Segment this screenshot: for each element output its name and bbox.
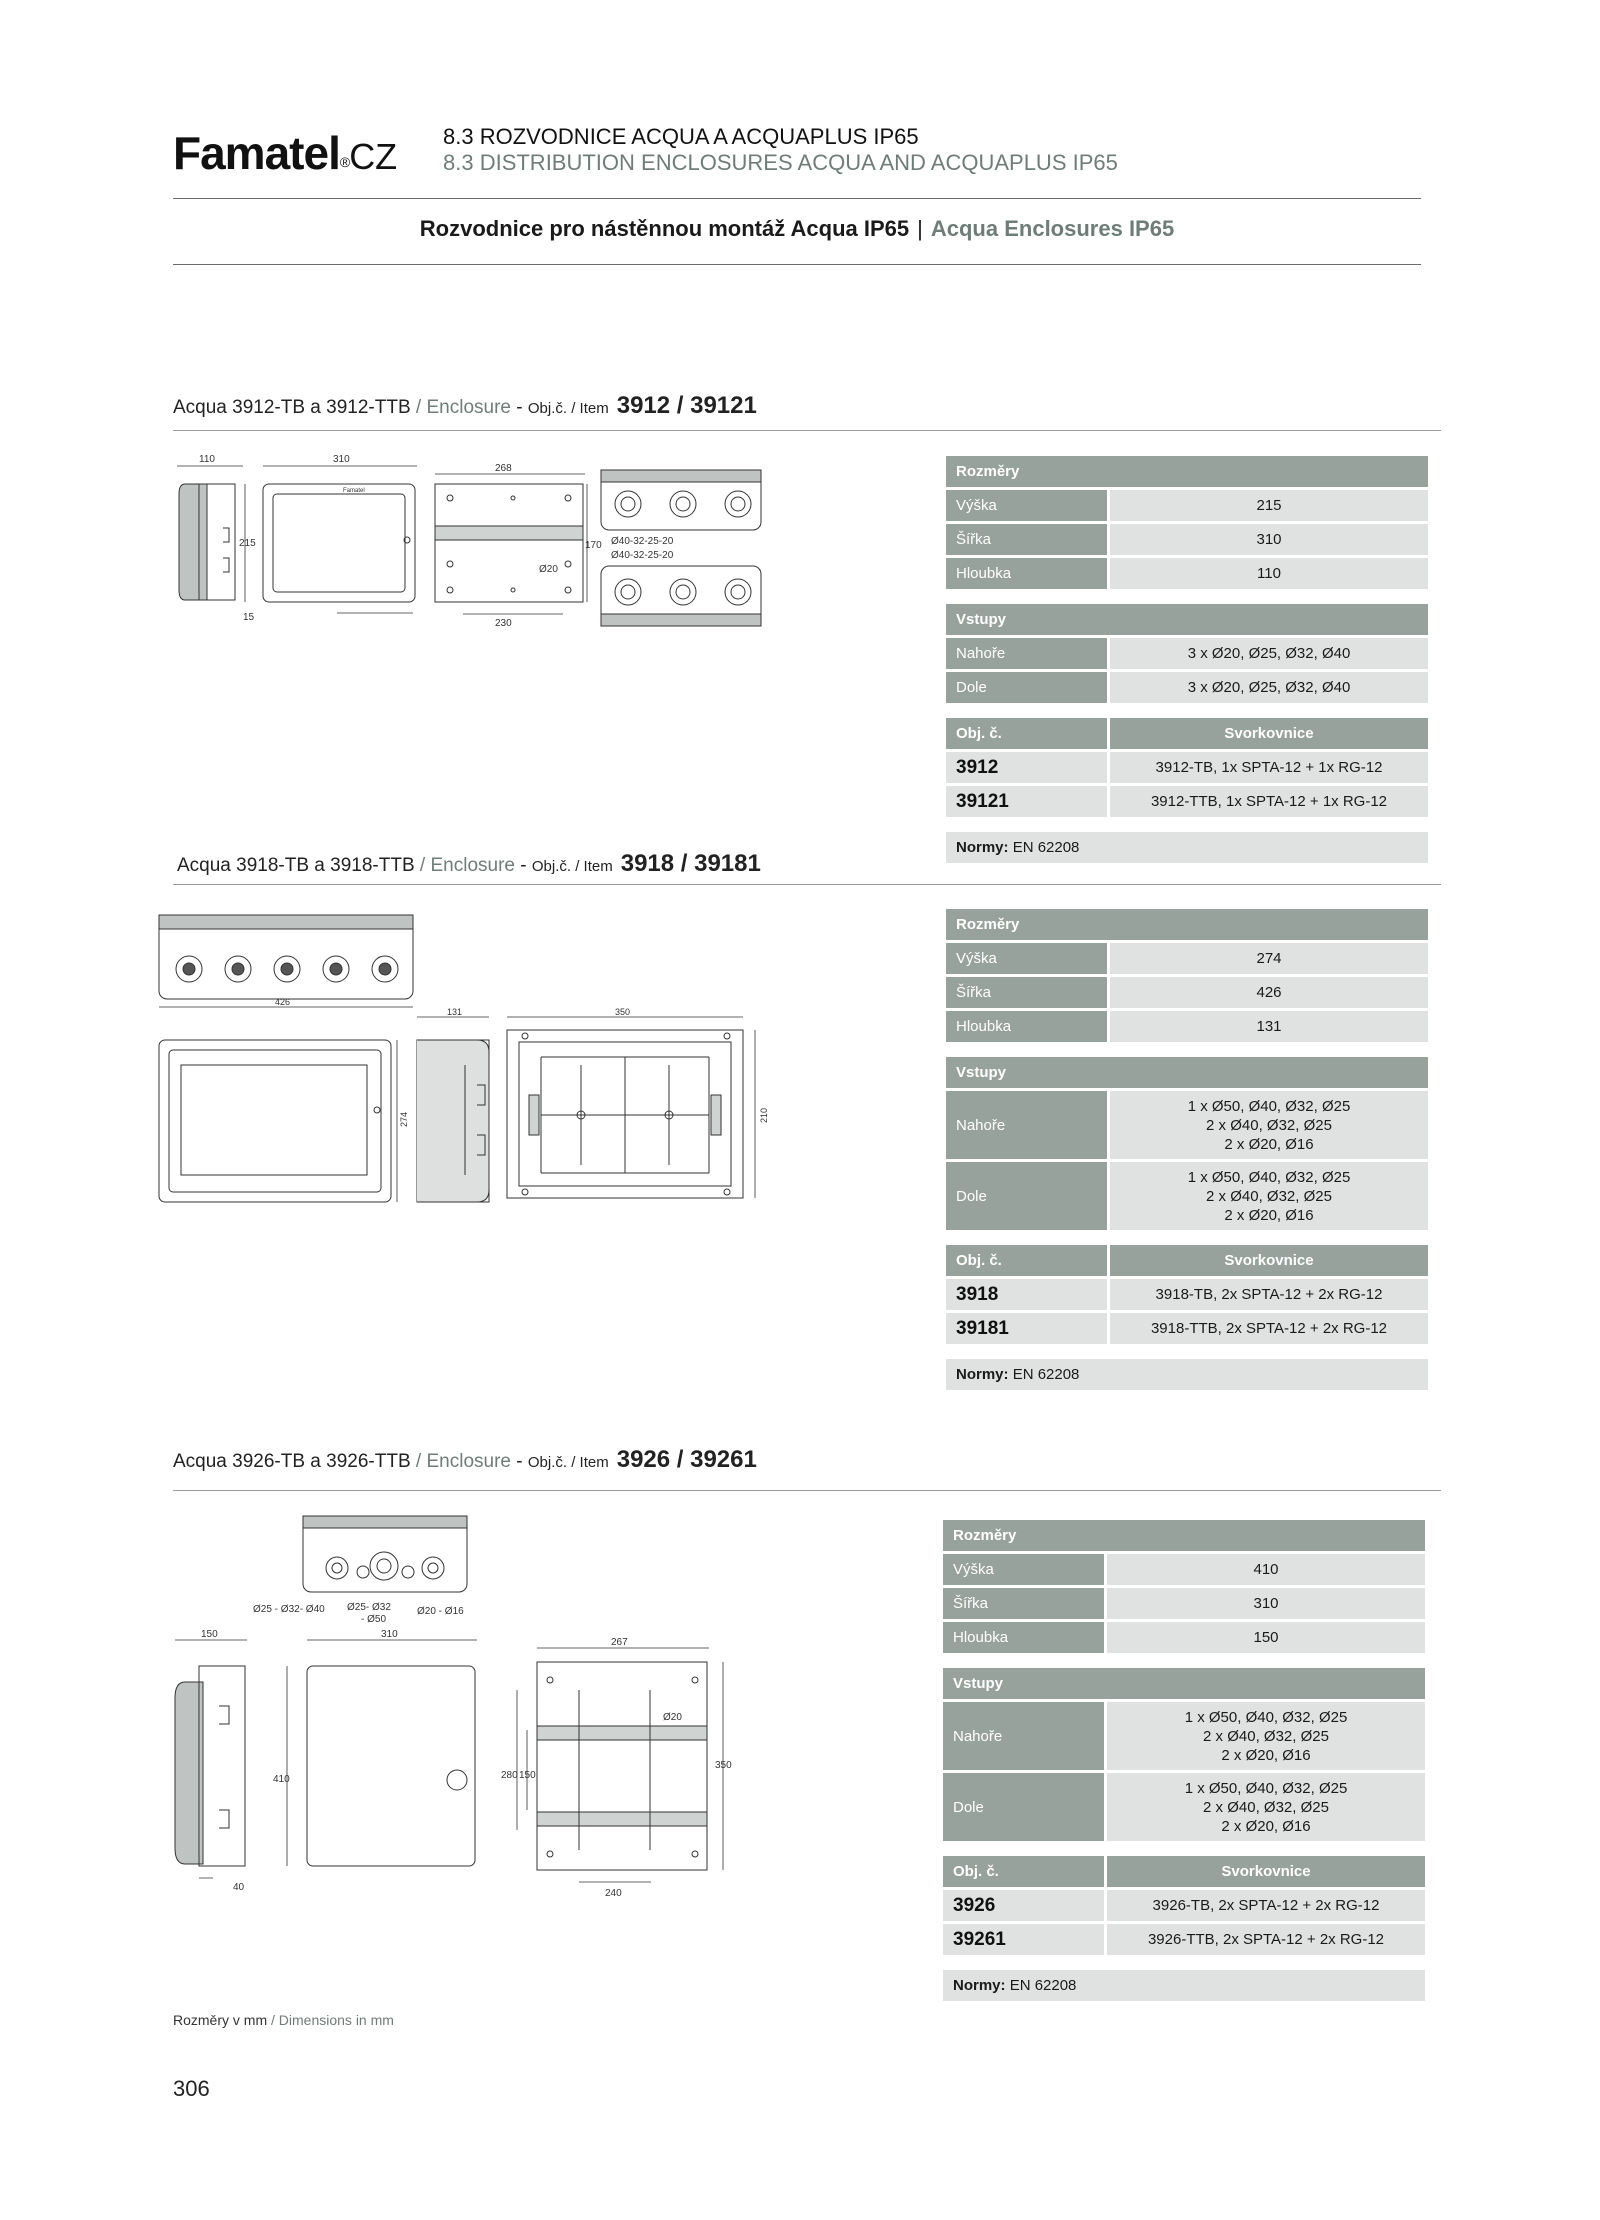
entry-label-3: Ø20 - Ø16 xyxy=(417,1606,464,1617)
product-divider xyxy=(173,1490,1441,1491)
dim-310: 310 xyxy=(333,454,350,465)
dim-40: 40 xyxy=(233,1882,245,1893)
dim-210: 210 xyxy=(759,1108,769,1123)
technical-drawing-3926: Ø25 - Ø32- Ø40 Ø25- Ø32 - Ø50 Ø20 - Ø16 … xyxy=(174,1515,732,1899)
standards-row: Normy: EN 62208 xyxy=(946,832,1428,863)
page-subtitle: Rozvodnice pro nástěnnou montáž Acqua IP… xyxy=(419,216,1175,241)
dim-150: 150 xyxy=(201,1629,218,1640)
entry-label-top: Ø40-32-25-20 xyxy=(611,536,674,547)
dim-310: 310 xyxy=(381,1629,398,1640)
section-title-en: 8.3 DISTRIBUTION ENCLOSURES ACQUA AND AC… xyxy=(443,150,1118,175)
dim-o20: Ø20 xyxy=(539,564,558,575)
product-title: Acqua 3918-TB a 3918-TTB / Enclosure - O… xyxy=(177,850,761,877)
dim-170: 170 xyxy=(585,540,602,551)
product-divider xyxy=(173,430,1441,431)
dim-280: 280 xyxy=(501,1770,518,1781)
dim-215: 215 xyxy=(239,538,256,549)
dim-410: 410 xyxy=(273,1774,290,1785)
dim-150b: 150 xyxy=(519,1770,536,1781)
dim-268: 268 xyxy=(495,463,512,474)
order-header: Obj. č.Svorkovnice xyxy=(946,1245,1428,1276)
dimensions-header: Rozměry xyxy=(946,909,1428,940)
dim-426: 426 xyxy=(275,997,290,1007)
dim-267: 267 xyxy=(611,1637,628,1648)
dim-350: 350 xyxy=(715,1760,732,1771)
entries-header: Vstupy xyxy=(946,604,1428,635)
entry-label-2a: Ø25- Ø32 xyxy=(347,1602,391,1613)
order-header: Obj. č.Svorkovnice xyxy=(943,1856,1425,1887)
dim-o20: Ø20 xyxy=(663,1712,682,1723)
entries-header: Vstupy xyxy=(943,1668,1425,1699)
entry-label-bottom: Ø40-32-25-20 xyxy=(611,550,674,561)
dimensions-note: Rozměry v mm / Dimensions in mm xyxy=(173,2012,394,2028)
dim-15: 15 xyxy=(243,612,255,623)
subtitle-divider xyxy=(173,264,1421,265)
dim-350: 350 xyxy=(615,1007,630,1017)
brand-logo: Famatel®CZ xyxy=(173,127,398,179)
order-header: Obj. č.Svorkovnice xyxy=(946,718,1428,749)
page-number: 306 xyxy=(173,2076,210,2101)
dim-240: 240 xyxy=(605,1888,622,1899)
product-title: Acqua 3926-TB a 3926-TTB / Enclosure - O… xyxy=(173,1446,757,1473)
dimensions-header: Rozměry xyxy=(946,456,1428,487)
entries-header: Vstupy xyxy=(946,1057,1428,1088)
dimensions-header: Rozměry xyxy=(943,1520,1425,1551)
standards-row: Normy: EN 62208 xyxy=(946,1359,1428,1390)
drawing-brand: Famatel xyxy=(343,488,365,494)
product-divider xyxy=(173,884,1441,885)
section-title-cz: 8.3 ROZVODNICE ACQUA A ACQUAPLUS IP65 xyxy=(443,124,919,149)
entry-label-1: Ø25 - Ø32- Ø40 xyxy=(253,1604,325,1615)
standards-row: Normy: EN 62208 xyxy=(943,1970,1425,2001)
dim-230: 230 xyxy=(495,618,512,629)
technical-drawing-3918: 426 131 350 274 210 xyxy=(158,914,769,1203)
header-divider xyxy=(173,198,1421,199)
dim-110: 110 xyxy=(199,454,215,465)
technical-drawing-3912: 110 310 268 215 15 230 170 Ø20 Ø40-32-25… xyxy=(177,454,762,629)
dim-131: 131 xyxy=(447,1007,462,1017)
product-title: Acqua 3912-TB a 3912-TTB / Enclosure - O… xyxy=(173,392,757,419)
dim-274: 274 xyxy=(399,1112,409,1127)
entry-label-2b: - Ø50 xyxy=(361,1614,386,1625)
